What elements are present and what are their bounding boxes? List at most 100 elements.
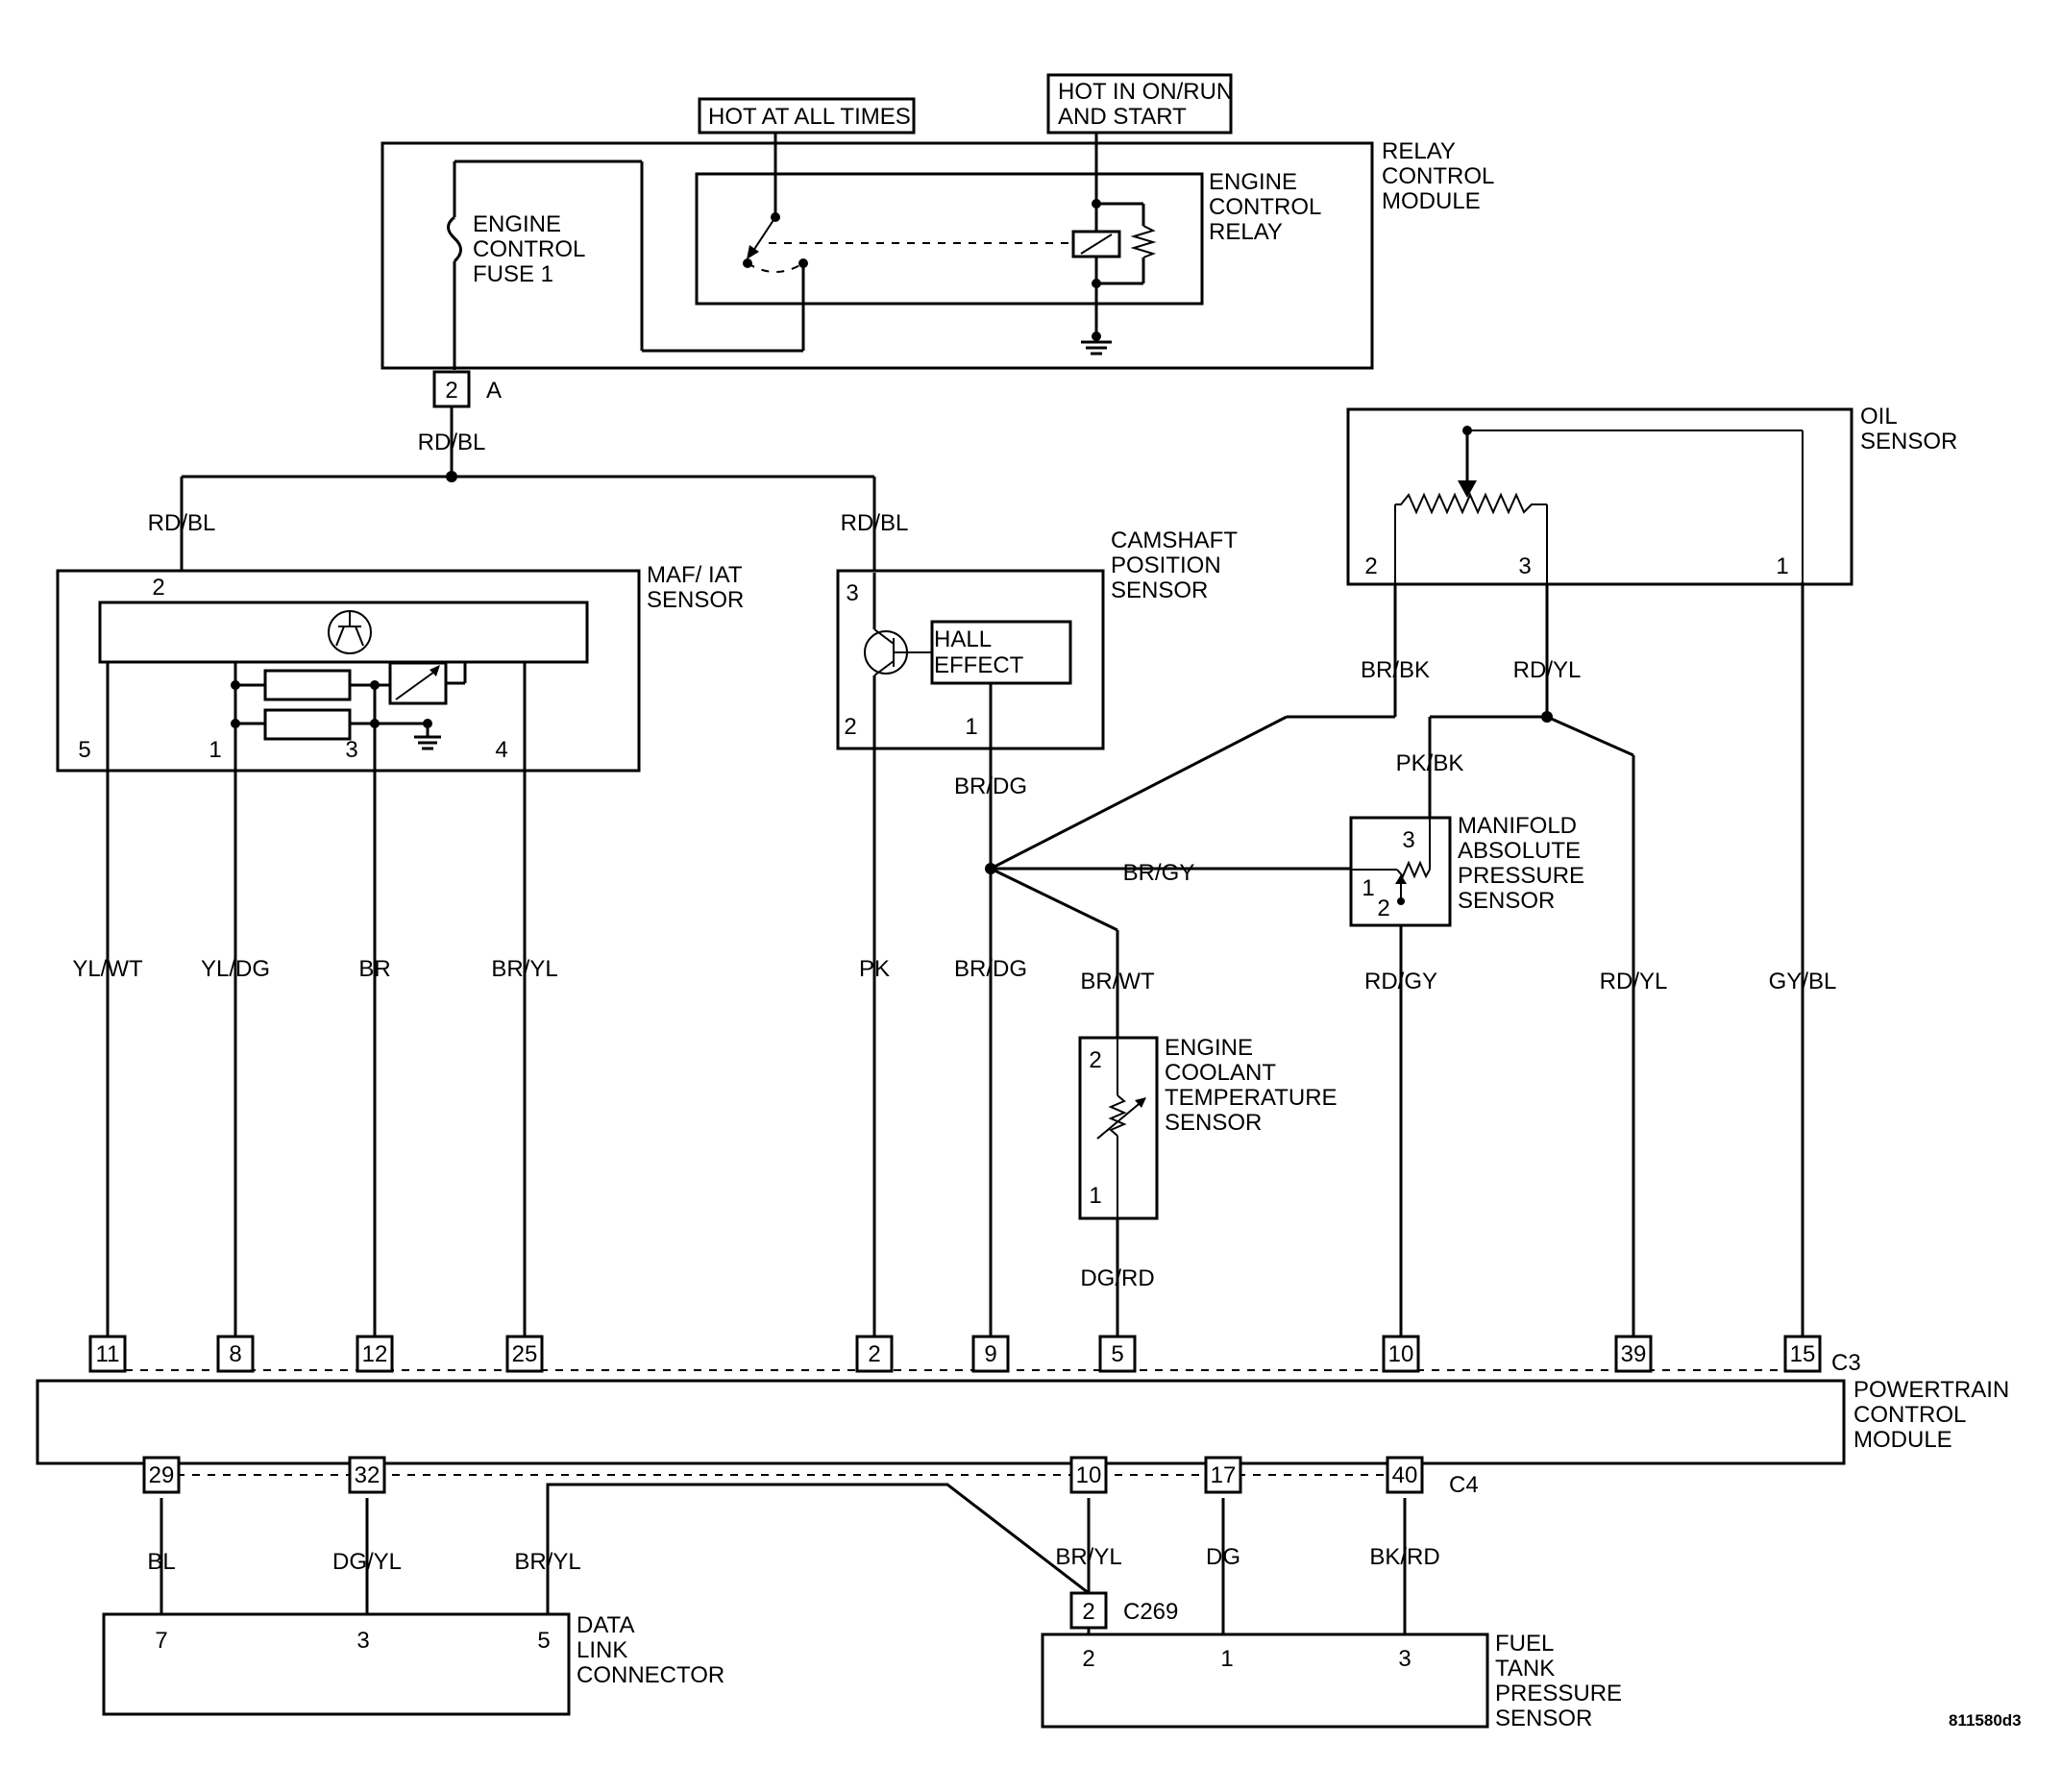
ect-label-4: SENSOR [1165, 1110, 1262, 1136]
dlc-pin-3: 3 [356, 1628, 369, 1654]
data-link-connector-box [102, 1612, 571, 1716]
oil-pin-2: 2 [1364, 553, 1377, 579]
fuse-icon [447, 160, 644, 370]
connector-pin-box [1614, 1335, 1653, 1373]
pcm-label-2: CONTROL [1853, 1402, 1966, 1428]
iat-circuit-icon [231, 661, 467, 750]
hall-transistor-icon [864, 573, 932, 749]
hot-on-run-label-1: HOT IN ON/RUN [1058, 79, 1233, 105]
connector-pin-box [1382, 1335, 1420, 1373]
map-label-1: MANIFOLD [1458, 813, 1577, 839]
wire-label-rd-bl-left: RD/BL [148, 510, 216, 536]
ftp-label-1: FUEL [1495, 1631, 1554, 1657]
ftp-label-2: TANK [1495, 1656, 1555, 1682]
ect-label-2: COOLANT [1165, 1060, 1276, 1086]
connector-pin-box [216, 1335, 255, 1373]
ect-pin-2: 2 [1089, 1047, 1101, 1073]
wire-label-pk: PK [859, 956, 890, 982]
wire-label-rd-yl-right: RD/YL [1600, 969, 1668, 994]
connector-pin-number: 2 [868, 1341, 880, 1367]
splice-dot [985, 863, 996, 874]
hot-on-run-label-2: AND START [1058, 104, 1187, 130]
maf-label-1: MAF/ IAT [647, 562, 743, 588]
fuse-label-1: ENGINE [473, 211, 561, 237]
cam-pin-2: 2 [844, 714, 856, 740]
wire-label-gy-bl: GY/BL [1769, 969, 1837, 994]
wire-label-rd-bl-main: RD/BL [418, 430, 486, 455]
oil-label-2: SENSOR [1860, 429, 1957, 454]
c4-label: C4 [1449, 1472, 1479, 1498]
cam-label-1: CAMSHAFT [1111, 528, 1238, 553]
dlc-label-3: CONNECTOR [577, 1662, 724, 1688]
c269-label: C269 [1123, 1599, 1178, 1625]
relay-module-label-3: MODULE [1382, 188, 1481, 214]
relay-module-label-2: CONTROL [1382, 163, 1494, 189]
dlc-label-2: LINK [577, 1637, 627, 1663]
hall-label-2: EFFECT [934, 652, 1024, 678]
br-wt-wire [990, 867, 1118, 932]
ftp-pin-3: 3 [1398, 1646, 1411, 1672]
cam-pin-1: 1 [965, 714, 977, 740]
hot-at-all-times-box [698, 97, 916, 135]
hall-effect-box [930, 620, 1072, 685]
wire-label-br-gy: BR/GY [1123, 860, 1195, 886]
wire-label-br-wt: BR/WT [1080, 969, 1155, 994]
connector-pin-box [356, 1335, 394, 1373]
connector-pin-number: 32 [355, 1462, 380, 1488]
connector-pin-box [1783, 1335, 1822, 1373]
relay-label-3: RELAY [1209, 219, 1283, 245]
splice-dot [446, 471, 457, 482]
connector-pin-number: 11 [96, 1341, 120, 1367]
oil-label-1: OIL [1860, 404, 1898, 430]
connector-pin-box [1386, 1456, 1424, 1494]
relay-module-label-1: RELAY [1382, 138, 1456, 164]
dlc-pin-7: 7 [155, 1628, 167, 1654]
maf-pin-4: 4 [495, 737, 507, 763]
connector-pin-box [971, 1335, 1010, 1373]
connector-pin-number: 25 [512, 1341, 538, 1367]
map-pin-1: 1 [1362, 875, 1374, 901]
wire-label-yl-wt: YL/WT [72, 956, 143, 982]
connector-pin-number: 15 [1790, 1341, 1816, 1367]
connector-pin-number: 29 [149, 1462, 175, 1488]
connector-pin-number: 9 [984, 1341, 996, 1367]
c3-label: C3 [1831, 1350, 1861, 1376]
maf-pin-2: 2 [152, 575, 164, 601]
connector-pin-box [142, 1456, 181, 1494]
connector-pin-number: 10 [1388, 1341, 1414, 1367]
ftp-pin-1: 1 [1220, 1646, 1233, 1672]
connector-pin-number: 17 [1211, 1462, 1237, 1488]
connector-pin-box [505, 1335, 544, 1373]
map-label-2: ABSOLUTE [1458, 838, 1581, 864]
wire-label-br-dg-lower: BR/DG [954, 956, 1027, 982]
connector-pin-number: 39 [1621, 1341, 1647, 1367]
wire-label-br-yl-dlc: BR/YL [514, 1549, 580, 1575]
fuel-tank-pressure-sensor-box [1041, 1632, 1489, 1729]
potentiometer-icon [1394, 426, 1804, 584]
map-pin-2: 2 [1377, 896, 1389, 921]
wire-label-rd-gy: RD/GY [1364, 969, 1437, 994]
wire-label-rd-bl-right: RD/BL [841, 510, 909, 536]
wire-label-br-dg-upper: BR/DG [954, 773, 1027, 799]
ftp-label-3: PRESSURE [1495, 1681, 1622, 1706]
pcm-label-3: MODULE [1853, 1427, 1952, 1453]
dlc-label-1: DATA [577, 1612, 634, 1638]
maf-pin-1: 1 [209, 737, 221, 763]
wire-label-br: BR [358, 956, 390, 982]
wire-label-pk-bk: PK/BK [1396, 750, 1464, 776]
wire-label-yl-dg: YL/DG [201, 956, 270, 982]
connector-pin-number: 12 [362, 1341, 388, 1367]
relay-coil-icon [1071, 133, 1157, 341]
map-pin-3: 3 [1402, 827, 1414, 853]
fuse-label-3: FUSE 1 [473, 261, 553, 287]
transistor-icon [328, 610, 372, 654]
wire-label-br-yl: BR/YL [491, 956, 557, 982]
relay-label-2: CONTROL [1209, 194, 1321, 220]
map-label-4: SENSOR [1458, 888, 1555, 914]
connector-pin-box [1069, 1456, 1108, 1494]
pcm-label-1: POWERTRAIN [1853, 1377, 2009, 1403]
ect-label-3: TEMPERATURE [1165, 1085, 1338, 1111]
wire-label-br-yl-c269: BR/YL [1055, 1544, 1121, 1570]
